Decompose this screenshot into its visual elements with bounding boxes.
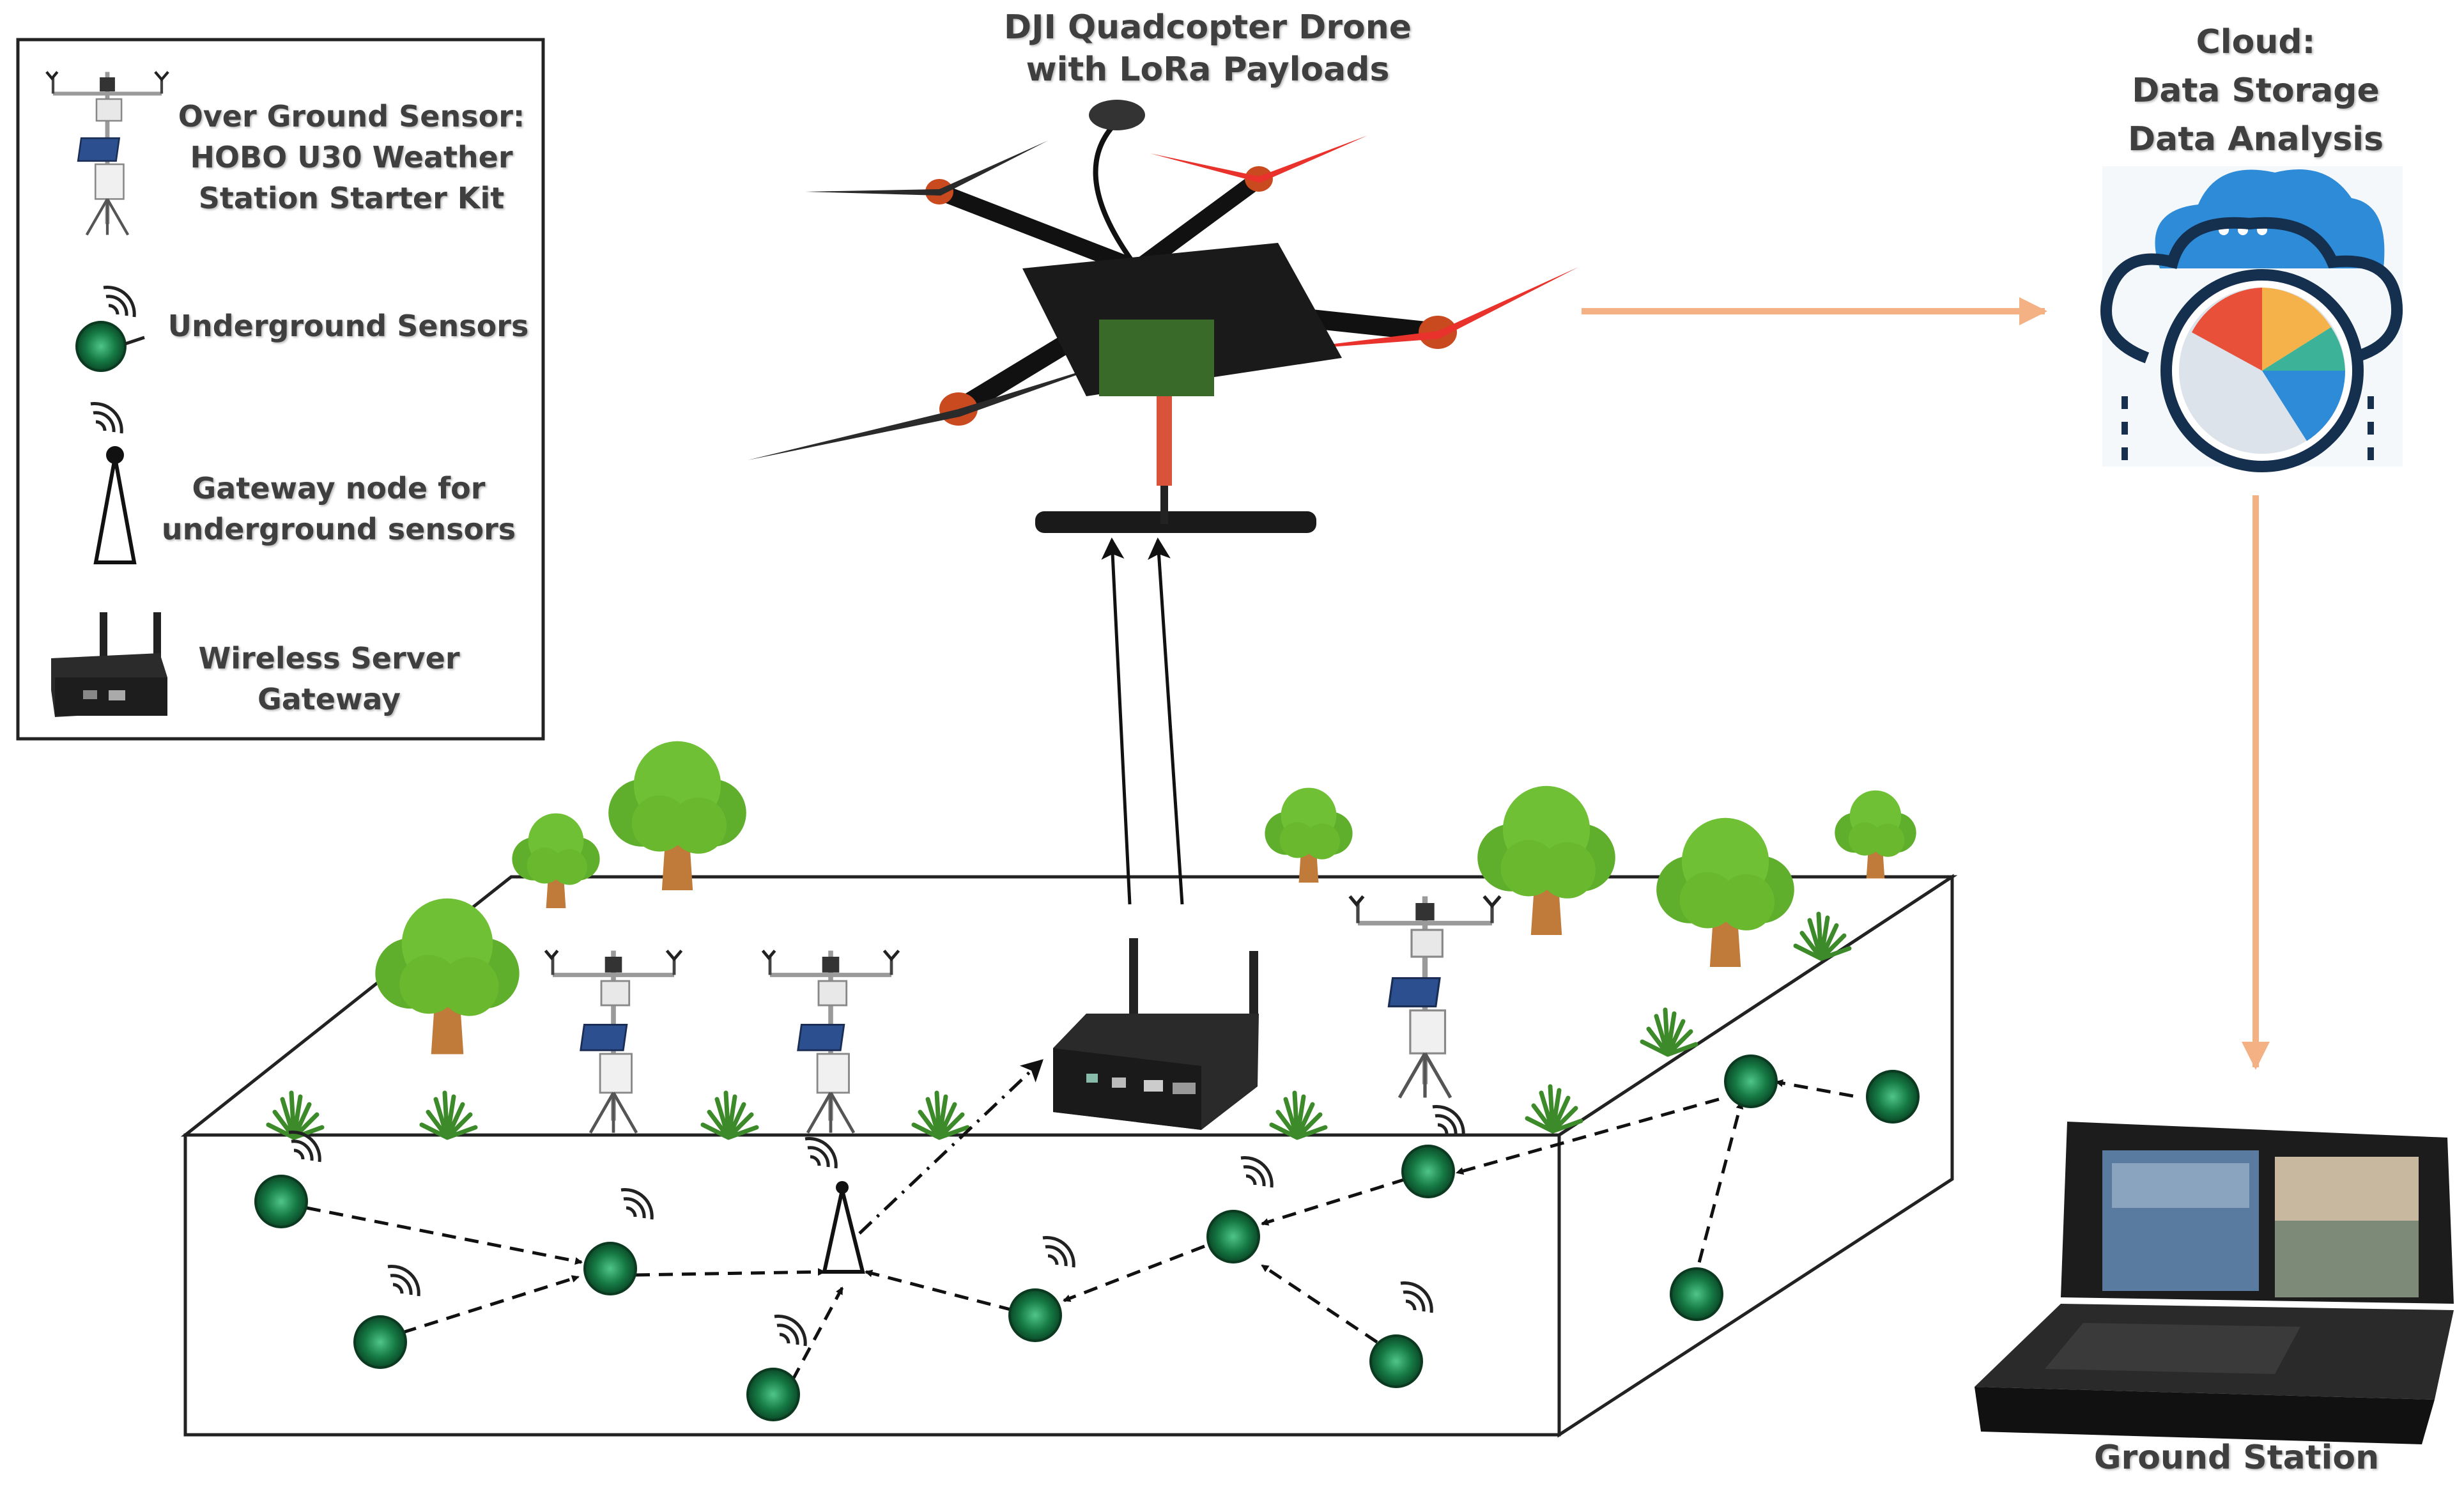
gateway-node-icon — [91, 404, 137, 564]
wireless-server-field — [1053, 938, 1259, 1130]
cloud-title: Cloud: Data Storage Data Analysis — [2083, 18, 2428, 164]
legend-over-ground-line1: Over Ground Sensor: — [178, 99, 525, 134]
underground-sensors — [254, 1055, 1920, 1421]
legend-underground-text: Underground Sensors — [167, 309, 529, 343]
ground-station-text: Ground Station — [2093, 1439, 2380, 1477]
legend-server-line1: Wireless Server — [198, 641, 460, 676]
legend-gateway-line1: Gateway node for — [192, 471, 486, 506]
legend-server-line2: Gateway — [257, 682, 401, 716]
legend-gateway-label: Gateway node for underground sensors — [160, 468, 518, 550]
uplink-arrow-left — [1101, 537, 1132, 905]
cloud-title-line3: Data Analysis — [2127, 120, 2384, 158]
uplink-arrow-right — [1148, 537, 1184, 905]
sensor-links — [306, 1079, 1854, 1382]
legend-server-label: Wireless Server Gateway — [192, 638, 466, 720]
legend-over-ground-label: Over Ground Sensor: HOBO U30 Weather Sta… — [173, 96, 530, 219]
legend-gateway-line2: underground sensors — [161, 512, 516, 546]
wireless-server-icon — [51, 612, 167, 717]
cloud-title-line1: Cloud: — [2196, 23, 2316, 61]
drone-title-line1: DJI Quadcopter Drone — [1004, 8, 1412, 47]
quadcopter-drone-icon — [748, 100, 1578, 533]
rugged-laptop-icon — [1975, 1122, 2454, 1444]
underground-sensor-icon — [75, 288, 145, 372]
legend-over-ground-line2: HOBO U30 Weather — [190, 140, 513, 174]
cloud-analytics-icon — [2100, 166, 2403, 472]
gateway-node-field — [805, 1139, 865, 1274]
legend-underground-label: Underground Sensors — [160, 305, 537, 346]
ground-station-label: Ground Station — [2045, 1437, 2428, 1479]
cloud-title-line2: Data Storage — [2132, 72, 2380, 110]
legend-over-ground-line3: Station Starter Kit — [198, 181, 505, 215]
drone-title: DJI Quadcopter Drone with LoRa Payloads — [959, 6, 1457, 91]
gateway-to-server-link — [858, 1059, 1043, 1235]
drone-title-line2: with LoRa Payloads — [1026, 50, 1390, 89]
